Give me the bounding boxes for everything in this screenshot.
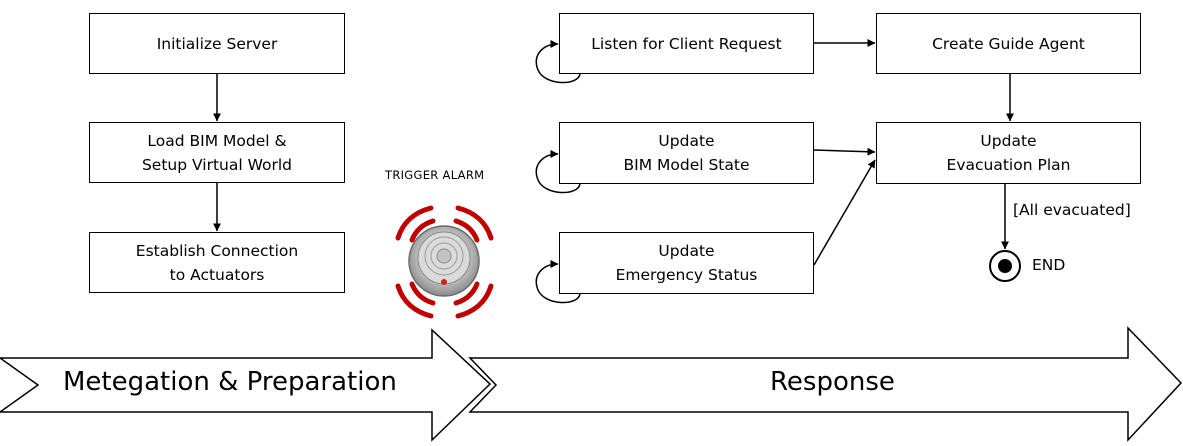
update-bim-model-state-label-line2: BIM Model State xyxy=(623,156,750,174)
update-emergency-status-label-line1: Update xyxy=(658,242,715,260)
all-evacuated-guard-label: [All evacuated] xyxy=(1013,201,1131,219)
initialize-server-label: Initialize Server xyxy=(156,34,278,53)
self-loop-update-bim xyxy=(535,150,581,194)
update-bim-model-state-box: Update BIM Model State xyxy=(559,122,814,184)
establish-connection-label-line1: Establish Connection xyxy=(135,241,299,260)
load-bim-model-label-line2: Setup Virtual World xyxy=(141,155,293,174)
arrow-emergency-to-plan xyxy=(813,159,876,266)
self-loop-update-emergency xyxy=(535,260,581,304)
phase-label-preparation: Metegation & Preparation xyxy=(63,367,397,397)
update-evacuation-plan-label-line2: Evacuation Plan xyxy=(946,156,1071,174)
update-emergency-status-label-line2: Emergency Status xyxy=(615,266,758,284)
alarm-signal-icon xyxy=(395,205,494,319)
update-evacuation-plan-box: Update Evacuation Plan xyxy=(876,122,1141,184)
arrow-bim-to-plan xyxy=(813,147,876,156)
end-node-center xyxy=(998,259,1012,273)
phase-arrow-preparation xyxy=(0,328,492,442)
create-guide-agent-box: Create Guide Agent xyxy=(876,13,1141,74)
load-bim-model-label-line1: Load BIM Model & xyxy=(147,131,287,150)
establish-connection-box: Establish Connection to Actuators xyxy=(89,232,345,293)
listen-client-request-label: Listen for Client Request xyxy=(591,34,782,53)
update-emergency-status-box: Update Emergency Status xyxy=(559,232,814,294)
load-bim-model-box: Load BIM Model & Setup Virtual World xyxy=(89,122,345,183)
trigger-alarm-label: TRIGGER ALARM xyxy=(385,168,485,182)
end-label: END xyxy=(1032,256,1066,274)
phase-label-response: Response xyxy=(770,367,895,397)
update-bim-model-state-label-line1: Update xyxy=(658,132,715,150)
initialize-server-box: Initialize Server xyxy=(89,13,345,74)
smoke-alarm-icon xyxy=(395,205,494,319)
establish-connection-label-line2: to Actuators xyxy=(169,265,265,284)
self-loop-listen xyxy=(535,40,581,84)
phase-arrow-response xyxy=(468,326,1183,442)
create-guide-agent-label: Create Guide Agent xyxy=(932,34,1085,53)
update-evacuation-plan-label-line1: Update xyxy=(980,132,1037,150)
listen-client-request-box: Listen for Client Request xyxy=(559,13,814,74)
